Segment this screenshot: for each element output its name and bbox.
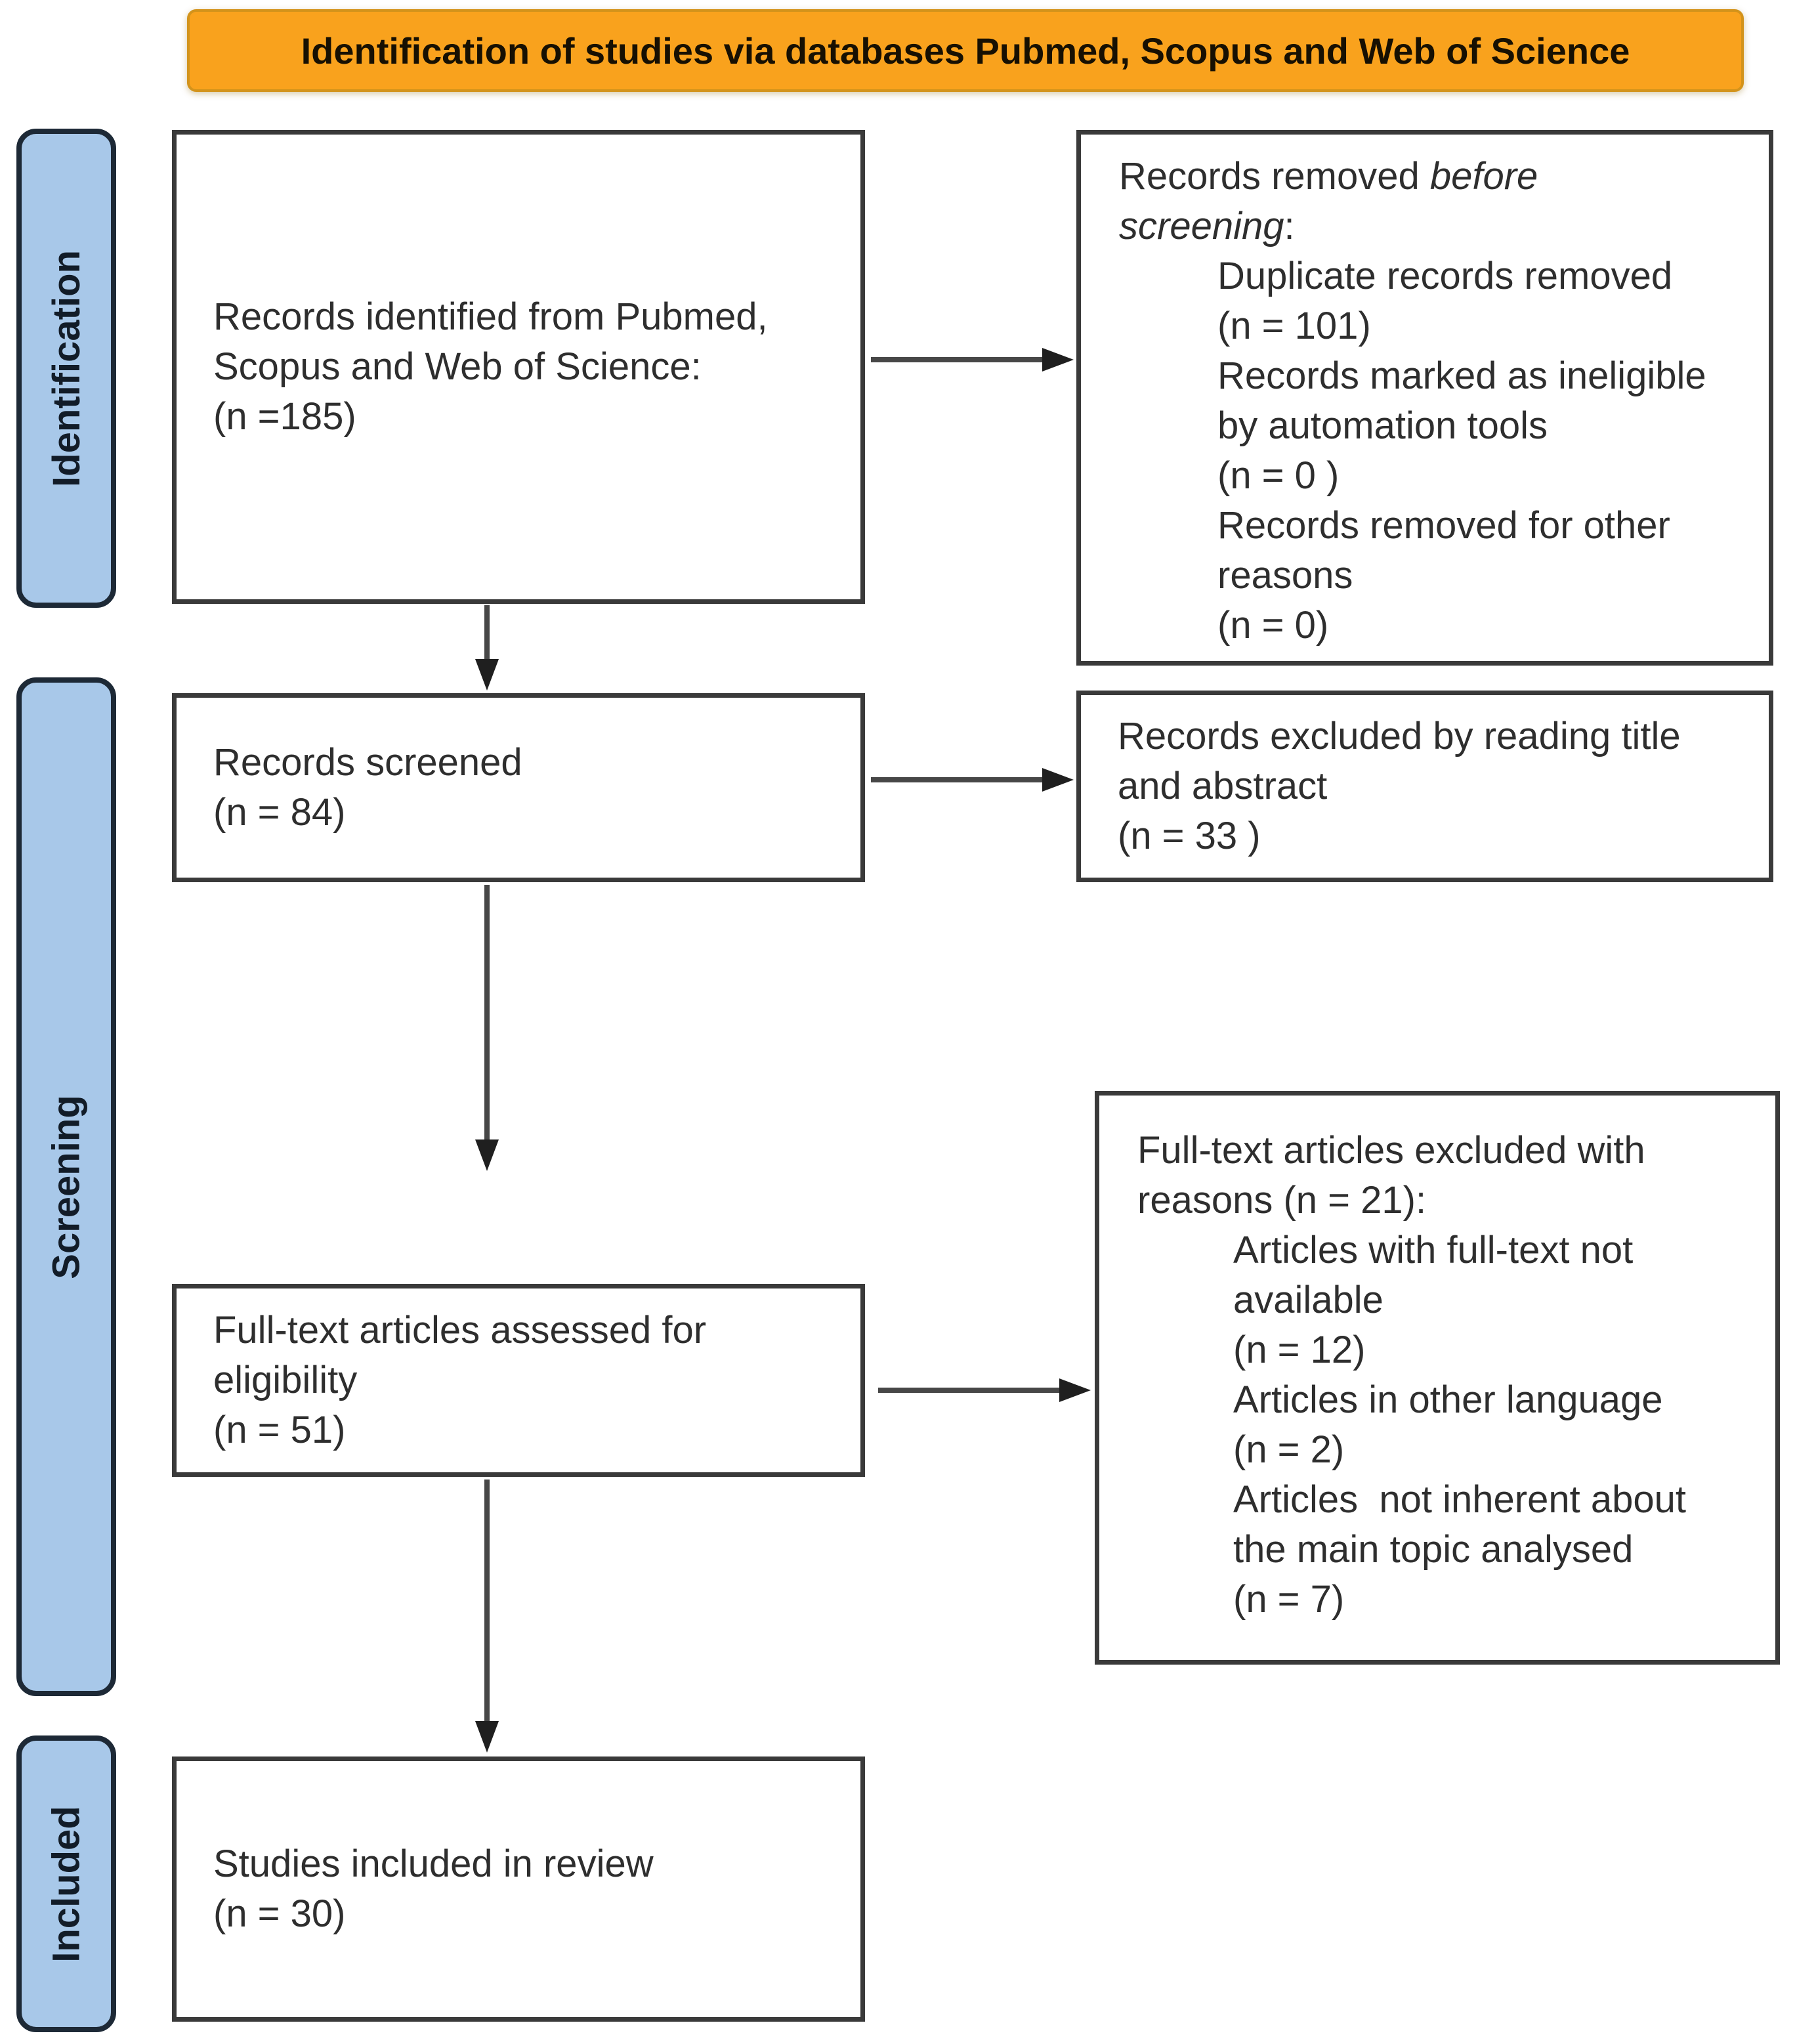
stage-label-text: Screening: [45, 1094, 88, 1279]
diagram-title: Identification of studies via databases …: [301, 30, 1630, 72]
text-line: the main topic analysed: [1233, 1528, 1634, 1571]
arrow-fulltext-to-excluded-icon: [878, 1378, 1091, 1402]
text-line: Studies included in review: [213, 1842, 654, 1885]
text-line: screening:: [1119, 205, 1295, 247]
box-records-removed-before-screening: Records removed before screening: Duplic…: [1076, 130, 1773, 666]
text-line: Records marked as ineligible: [1217, 354, 1706, 397]
text-line: eligibility: [213, 1359, 358, 1401]
text-line: (n = 0 ): [1217, 454, 1340, 497]
arrow-fulltext-to-included-icon: [475, 1480, 499, 1753]
text-line: (n = 12): [1233, 1329, 1366, 1371]
text-line: (n = 2): [1233, 1428, 1345, 1471]
text-line: Articles in other language: [1233, 1378, 1663, 1421]
text-line: reasons: [1217, 554, 1353, 597]
stage-label-screening: Screening: [16, 677, 116, 1696]
arrow-identified-to-removed-icon: [871, 348, 1074, 372]
text-line: (n = 7): [1233, 1578, 1345, 1621]
text-line: Full-text articles assessed for: [213, 1309, 707, 1352]
arrow-identified-to-screened-icon: [475, 605, 499, 691]
text-line: Full-text articles excluded with: [1137, 1129, 1645, 1172]
text-line: by automation tools: [1217, 404, 1548, 447]
box-studies-included: Studies included in review (n = 30): [172, 1757, 865, 2022]
box-records-excluded-title-abstract: Records excluded by reading title and ab…: [1076, 691, 1773, 882]
text-line: (n = 84): [213, 791, 346, 834]
box-fulltext-excluded: Full-text articles excluded with reasons…: [1095, 1091, 1780, 1665]
text-line: (n = 30): [213, 1892, 346, 1935]
text-line: (n = 101): [1217, 305, 1371, 347]
box-fulltext-assessed: Full-text articles assessed for eligibil…: [172, 1284, 865, 1477]
stage-label-text: Identification: [45, 249, 88, 487]
text-line: Records screened: [213, 741, 522, 784]
stage-label-text: Included: [45, 1805, 88, 1963]
arrow-screened-to-fulltext-icon: [475, 885, 499, 1171]
text-line: (n =185): [213, 395, 356, 438]
text-line: Articles with full-text not: [1233, 1229, 1634, 1271]
arrow-screened-to-excluded-icon: [871, 768, 1074, 792]
text-line: Records excluded by reading title: [1118, 715, 1681, 757]
text-line: (n = 33 ): [1118, 815, 1261, 857]
text-line: Scopus and Web of Science:: [213, 345, 702, 388]
text-line: Records removed for other: [1217, 504, 1670, 547]
text-line: (n = 0): [1217, 604, 1329, 647]
stage-label-included: Included: [16, 1735, 116, 2032]
text-line: and abstract: [1118, 765, 1328, 807]
text-line: (n = 51): [213, 1409, 346, 1451]
text-line: Articles not inherent about: [1233, 1478, 1686, 1521]
stage-label-identification: Identification: [16, 129, 116, 608]
box-records-screened: Records screened (n = 84): [172, 693, 865, 882]
diagram-title-banner: Identification of studies via databases …: [187, 9, 1744, 92]
text-line: Duplicate records removed: [1217, 255, 1673, 297]
text-line: Records removed before: [1119, 155, 1538, 198]
box-records-identified: Records identified from Pubmed, Scopus a…: [172, 130, 865, 604]
text-line: reasons (n = 21):: [1137, 1179, 1427, 1222]
text-line: available: [1233, 1279, 1383, 1321]
text-line: Records identified from Pubmed,: [213, 295, 768, 338]
